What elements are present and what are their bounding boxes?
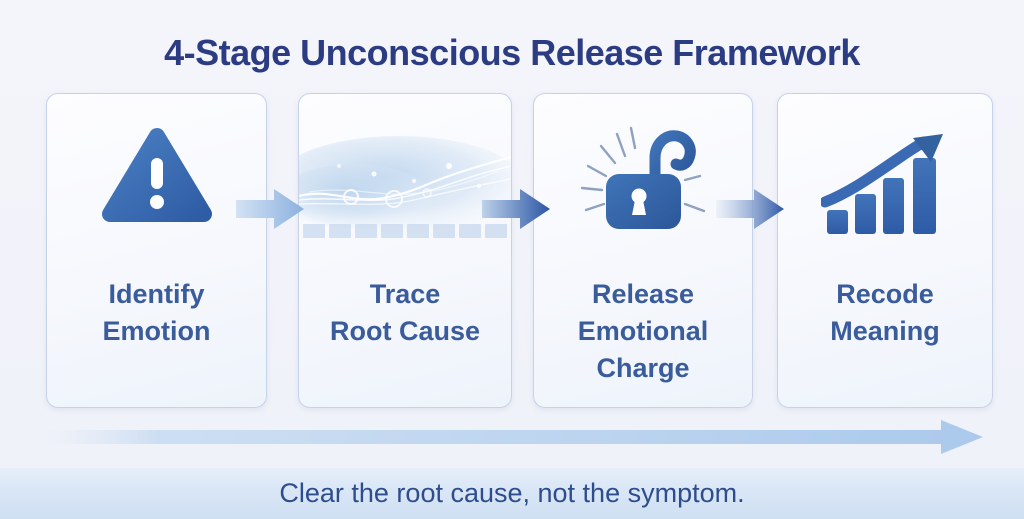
- stage-label: Recode Meaning: [830, 279, 940, 346]
- warning-triangle-icon: [47, 122, 266, 228]
- stage-card-release-emotional-charge: Release Emotional Charge: [533, 93, 753, 408]
- stage-card-trace-root-cause: Trace Root Cause: [298, 93, 512, 408]
- stage-label: Trace Root Cause: [329, 279, 481, 346]
- stage-label: Release Emotional Charge: [577, 279, 709, 383]
- neural-wave-icon: [299, 136, 511, 248]
- step-arrow-2-icon: [482, 189, 550, 229]
- step-arrow-1-icon: [236, 189, 304, 229]
- footer-tagline: Clear the root cause, not the symptom.: [279, 478, 745, 508]
- footer-band: Clear the root cause, not the symptom.: [0, 468, 1024, 519]
- progress-arrow-icon: [45, 420, 983, 454]
- page-title: 4-Stage Unconscious Release Framework: [164, 32, 860, 74]
- stage-label: Identify Emotion: [102, 279, 211, 346]
- rising-bar-chart-icon: [778, 126, 992, 238]
- step-arrow-3-icon: [716, 189, 784, 229]
- unlocked-padlock-icon: [534, 118, 752, 250]
- stage-card-recode-meaning: Recode Meaning: [777, 93, 993, 408]
- stage-card-identify-emotion: Identify Emotion: [46, 93, 267, 408]
